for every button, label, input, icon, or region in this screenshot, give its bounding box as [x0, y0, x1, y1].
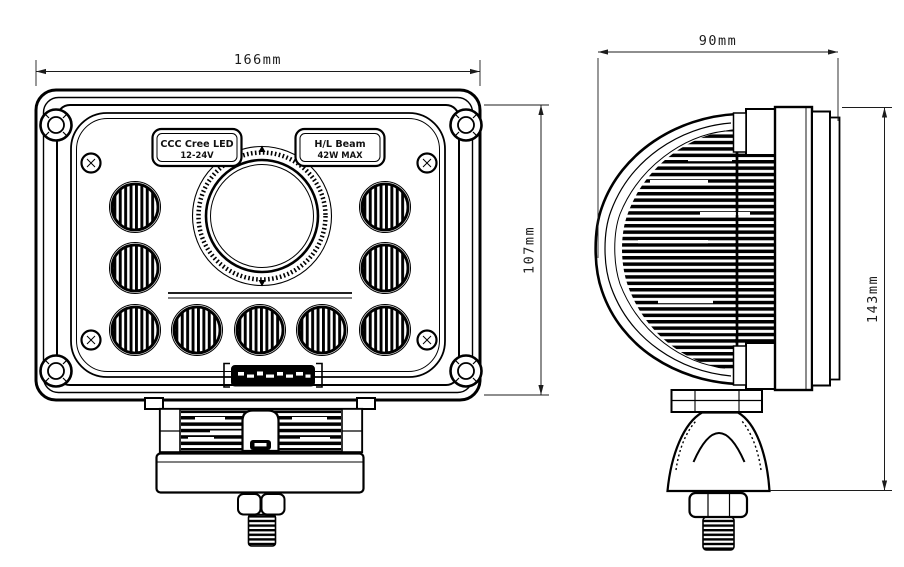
led-reflector: [359, 304, 411, 356]
dimension-front-width: 166mm: [35, 52, 481, 86]
hex-nut: [260, 493, 286, 516]
corner-screw: [39, 108, 73, 142]
side-bezel-mid: [811, 110, 831, 387]
mount-boss-step: [732, 112, 747, 153]
bracket-tab: [144, 397, 164, 410]
mount-boss: [745, 108, 776, 156]
threaded-stud: [702, 516, 735, 551]
pedestal-hatch: [740, 419, 762, 471]
panel-screw: [416, 329, 438, 351]
led-reflector: [296, 304, 348, 356]
dimension-side-height: 143mm: [770, 107, 892, 491]
led-reflector: [109, 242, 161, 294]
fin-gaps: [638, 158, 750, 334]
panel-screw: [416, 152, 438, 174]
housing-inner-line: [42, 96, 474, 394]
lens-bottom-notch: [258, 280, 266, 287]
dimension-front-height: 107mm: [484, 104, 549, 396]
led-reflector: [359, 242, 411, 294]
dimension-annotations: 166mm 107mm 90mm 143mm: [35, 33, 892, 491]
hex-nut: [688, 491, 749, 519]
pedestal-hatch: [675, 419, 698, 471]
cert-badge-line1: CCC Cree LED: [160, 139, 233, 150]
dimension-front-width-label: 166mm: [234, 52, 282, 68]
bracket-clamp-slit: [254, 443, 267, 447]
beam-badge: H/L Beam 42W MAX: [294, 127, 386, 168]
heatsink-fins: [622, 129, 737, 371]
bracket-tab: [356, 397, 376, 410]
led-reflector: [109, 304, 161, 356]
heatsink-fins-mid: [735, 152, 775, 348]
panel-screw: [80, 152, 102, 174]
lens-top-notch: [258, 145, 266, 152]
pedestal-arch: [692, 432, 746, 463]
corner-screw: [449, 354, 483, 388]
dimension-side-height-label: 143mm: [865, 275, 881, 323]
dome-rim-arc: [604, 122, 732, 377]
front-mounting-bracket: [144, 397, 376, 547]
beam-badge-line2: 42W MAX: [317, 150, 363, 160]
beam-badge-line1: H/L Beam: [314, 139, 365, 150]
front-view: CCC Cree LED 12-24V H/L Beam 42W MAX: [34, 88, 483, 547]
hex-nut: [237, 493, 262, 516]
dimension-side-depth-label: 90mm: [699, 33, 738, 49]
dome-rim-arc: [614, 130, 726, 369]
side-bezel-lip: [829, 116, 841, 381]
bracket-base-plate: [155, 452, 365, 494]
fin-gaps: [188, 417, 330, 440]
dimension-side-depth: 90mm: [597, 33, 839, 258]
brand-badge: [223, 362, 323, 388]
mount-boss-step: [732, 345, 747, 386]
bracket-pedestal: [666, 411, 771, 493]
corner-screw: [449, 108, 483, 142]
side-mounting-bracket: [666, 389, 771, 551]
dimension-front-height-label: 107mm: [522, 226, 538, 274]
panel-screw: [80, 329, 102, 351]
led-reflector: [234, 304, 286, 356]
side-view: [594, 105, 841, 551]
mount-boss: [745, 342, 776, 390]
led-reflector: [109, 181, 161, 233]
threaded-stud: [247, 513, 277, 547]
led-reflector: [171, 304, 223, 356]
main-lens: [191, 145, 333, 287]
corner-screw: [39, 354, 73, 388]
brand-badge-glyphs: [238, 371, 311, 378]
cert-badge-line2: 12-24V: [180, 150, 214, 160]
led-reflector: [359, 181, 411, 233]
cert-badge: CCC Cree LED 12-24V: [151, 127, 243, 168]
